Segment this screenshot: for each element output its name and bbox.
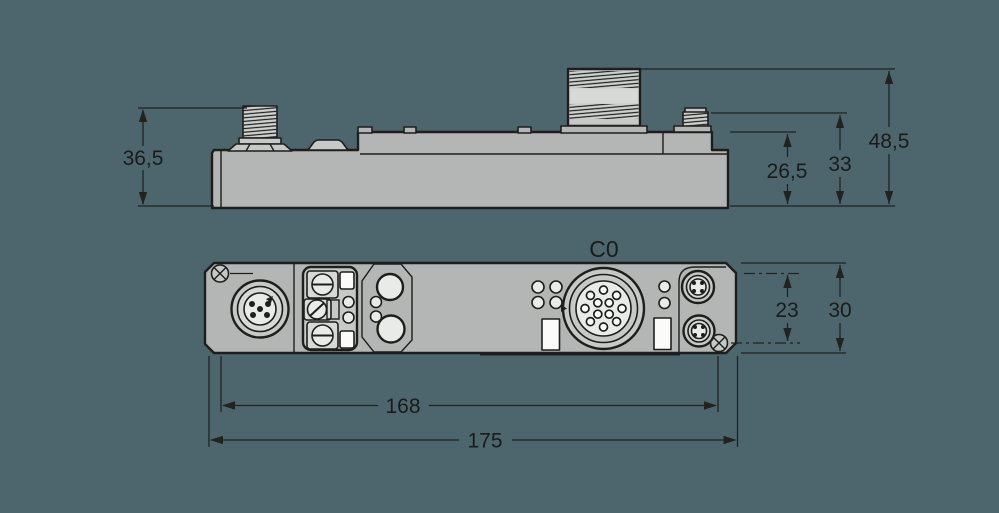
c0-knurl-top <box>569 71 639 88</box>
dimension-36-5: 36,5 <box>123 107 247 207</box>
m12-key-notch <box>266 296 273 303</box>
label-window <box>541 318 561 351</box>
clamp-window <box>339 271 355 290</box>
side-reference-lines <box>640 68 895 207</box>
m8-connector-side <box>673 107 712 133</box>
dim-label-48-5: 48,5 <box>869 130 910 153</box>
sealing-plug <box>376 314 406 344</box>
status-led <box>369 295 383 309</box>
dome-bump <box>307 139 349 151</box>
terminal-window <box>326 299 340 320</box>
power-terminal-block <box>301 265 359 352</box>
label-window <box>653 317 672 351</box>
dim-label-168: 168 <box>385 395 420 418</box>
dimension-23: 23 <box>731 272 800 344</box>
dimension-30: 30 <box>741 262 852 354</box>
dim-label-23: 23 <box>775 299 798 322</box>
side-body <box>210 130 730 210</box>
dimension-33: 33 <box>828 115 852 204</box>
c0-connector-front <box>561 266 646 351</box>
power-led <box>342 311 355 324</box>
m8-connector-front-bottom <box>682 314 716 348</box>
sealing-plug <box>375 272 405 302</box>
dimension-26-5: 26,5 <box>767 134 808 204</box>
housing-tab <box>357 126 373 134</box>
housing-tab <box>517 126 532 134</box>
dim-label-26-5: 26,5 <box>767 160 808 183</box>
front-view: C0 <box>203 236 852 453</box>
nut-facet <box>245 143 251 152</box>
c0-flange <box>560 125 648 134</box>
m8-base <box>673 125 712 133</box>
clamp-window <box>339 330 355 349</box>
c0-connector-side <box>560 67 648 134</box>
power-led <box>342 295 355 309</box>
dim-label-175: 175 <box>467 430 502 453</box>
c0-knurl-bottom <box>569 104 639 119</box>
c0-band <box>569 88 639 104</box>
m12-collar <box>238 137 282 145</box>
dim-label-36-5: 36,5 <box>123 147 164 170</box>
m12-connector-front <box>230 279 290 339</box>
m8-connector-front-top <box>680 269 716 305</box>
m12-connector-side <box>227 105 293 152</box>
side-view: 36,5 26,5 33 <box>123 67 910 210</box>
dim-label-33: 33 <box>828 153 851 176</box>
status-led <box>658 296 671 310</box>
nut-facet <box>269 143 275 152</box>
m8-block-outline <box>678 266 726 352</box>
status-led <box>658 280 671 293</box>
dimension-168: 168 <box>220 356 719 418</box>
dim-label-30: 30 <box>828 299 851 322</box>
dimension-175: 175 <box>208 356 739 453</box>
mounting-hole-top-left <box>210 264 253 283</box>
m12-hex-nut <box>227 143 293 152</box>
c0-key-notch <box>561 305 567 312</box>
dimension-48-5: 48,5 <box>869 71 910 204</box>
m8-thread <box>682 111 709 128</box>
led-group <box>531 280 563 310</box>
status-led <box>369 310 383 323</box>
m12-thread <box>242 105 278 139</box>
housing-tab <box>403 126 417 134</box>
service-panel <box>361 263 413 353</box>
c0-connector-label: C0 <box>589 236 618 262</box>
